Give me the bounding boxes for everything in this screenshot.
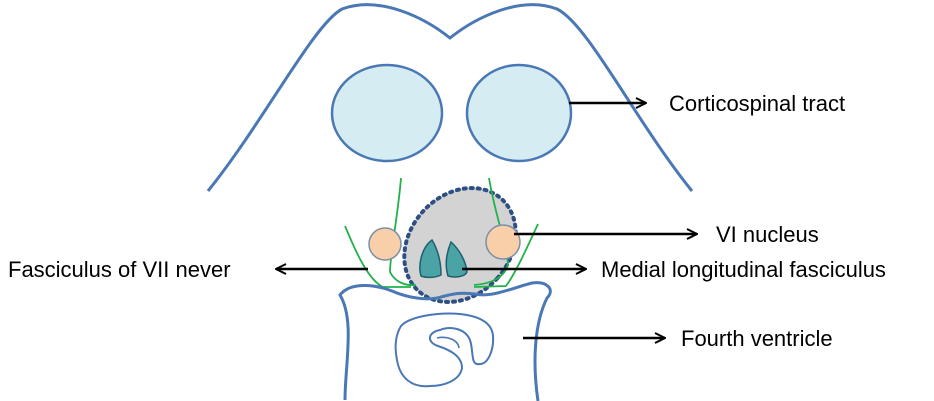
label-corticospinal-tract: Corticospinal tract xyxy=(669,91,845,116)
corticospinal-tract-right xyxy=(467,65,571,161)
label-medial-longitudinal-fasciculus: Medial longitudinal fasciculus xyxy=(601,257,886,282)
vi-nucleus-left xyxy=(369,228,401,260)
label-fourth-ventricle: Fourth ventricle xyxy=(681,326,833,351)
fourth-ventricle-shape xyxy=(396,314,494,387)
pons-outline xyxy=(208,5,692,191)
vi-nucleus-right xyxy=(486,225,520,259)
label-vi-nucleus: VI nucleus xyxy=(716,222,819,247)
label-fasciculus-of-vii: Fasciculus of VII never xyxy=(8,257,231,282)
corticospinal-tract-left xyxy=(332,65,442,161)
